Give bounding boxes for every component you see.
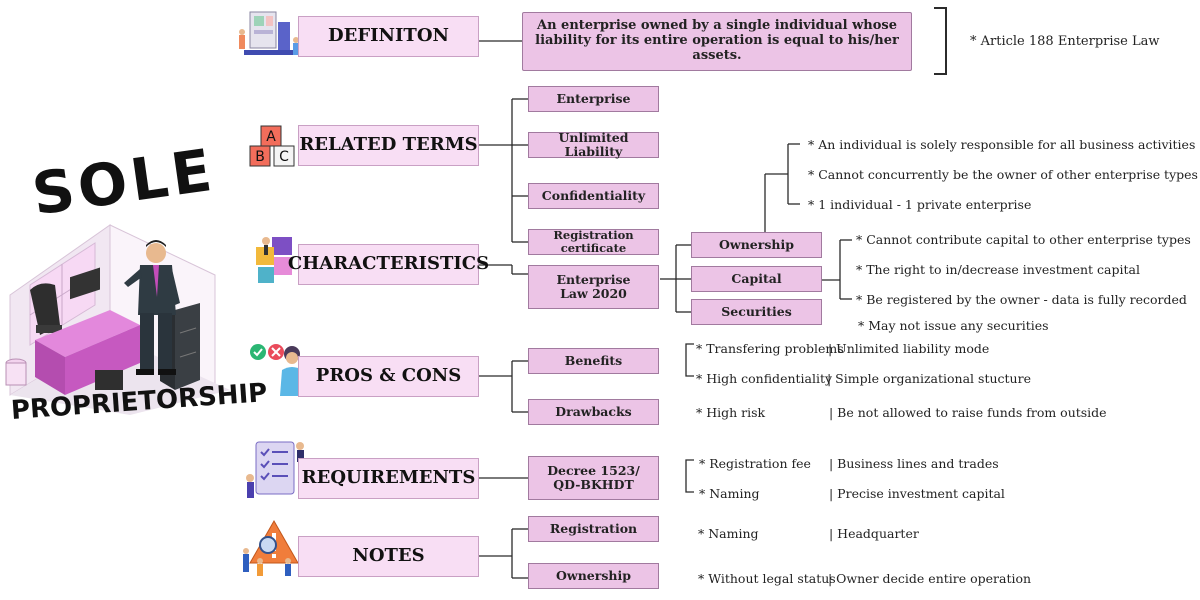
requirement-decree: Decree 1523/ QD-BKHDT: [528, 456, 659, 500]
requirement-right: | Precise investment capital: [829, 486, 1005, 501]
category-definition: DEFINITON: [298, 16, 479, 57]
characteristic-capital: Capital: [691, 266, 822, 292]
benefit-left: * High confidentiality: [696, 371, 833, 386]
category-notes: NOTES: [298, 536, 479, 577]
enterprise-law-box: Enterprise Law 2020: [528, 265, 659, 309]
svg-text:B: B: [255, 149, 265, 165]
note-ownership-left: * Without legal status: [698, 571, 836, 586]
ownership-note: * An individual is solely responsible fo…: [808, 137, 1196, 152]
ownership-note: * Cannot concurrently be the owner of ot…: [808, 167, 1198, 182]
svg-text:C: C: [279, 149, 289, 165]
pros-benefits: Benefits: [528, 348, 659, 374]
category-related-terms: RELATED TERMS: [298, 125, 479, 166]
note-registration-left: * Naming: [698, 526, 759, 541]
benefit-right: | Unlimited liability mode: [828, 341, 990, 356]
characteristic-securities: Securities: [691, 299, 822, 325]
note-ownership: Ownership: [528, 563, 659, 589]
puzzle-icon: [256, 237, 292, 283]
ownership-note: * 1 individual - 1 private enterprise: [808, 197, 1032, 212]
note-registration: Registration: [528, 516, 659, 542]
definition-reference: * Article 188 Enterprise Law: [970, 34, 1160, 49]
related-term-registration-certificate: Registration certificate: [528, 228, 659, 255]
benefit-left: * Transfering problems: [696, 341, 844, 356]
category-requirements: REQUIREMENTS: [298, 458, 479, 499]
requirement-left: * Registration fee: [699, 456, 811, 471]
drawback-right: | Be not allowed to raise funds from out…: [829, 405, 1107, 420]
characteristic-ownership: Ownership: [691, 232, 822, 258]
svg-text:A: A: [266, 129, 276, 145]
businessman-office-illustration: [5, 224, 230, 415]
securities-note: * May not issue any securities: [858, 318, 1049, 333]
benefit-right: | Simple organizational stucture: [827, 371, 1031, 386]
category-pros-cons: PROS & CONS: [298, 356, 479, 397]
related-term-enterprise: Enterprise: [528, 86, 659, 112]
books-people-icon: [239, 11, 299, 55]
definition-text: An enterprise owned by a single individu…: [522, 12, 912, 71]
note-registration-right: | Headquarter: [829, 526, 919, 541]
abc-blocks-icon: A B C: [249, 125, 295, 167]
drawback-left: * High risk: [696, 405, 766, 420]
checklist-icon: [246, 441, 304, 498]
warning-team-icon: [243, 519, 307, 576]
category-characteristics: CHARACTERISTICS: [288, 244, 489, 285]
capital-note: * Cannot contribute capital to other ent…: [856, 232, 1191, 247]
requirement-left: * Naming: [699, 486, 760, 501]
related-term-confidentiality: Confidentiality: [528, 183, 659, 209]
requirement-right: | Business lines and trades: [829, 456, 999, 471]
capital-note: * Be registered by the owner - data is f…: [856, 292, 1187, 307]
capital-note: * The right to in/decrease investment ca…: [856, 262, 1140, 277]
pros-drawbacks: Drawbacks: [528, 399, 659, 425]
related-term-unlimited-liability: Unlimited Liability: [528, 130, 659, 159]
note-ownership-right: | Owner decide entire operation: [828, 571, 1032, 586]
